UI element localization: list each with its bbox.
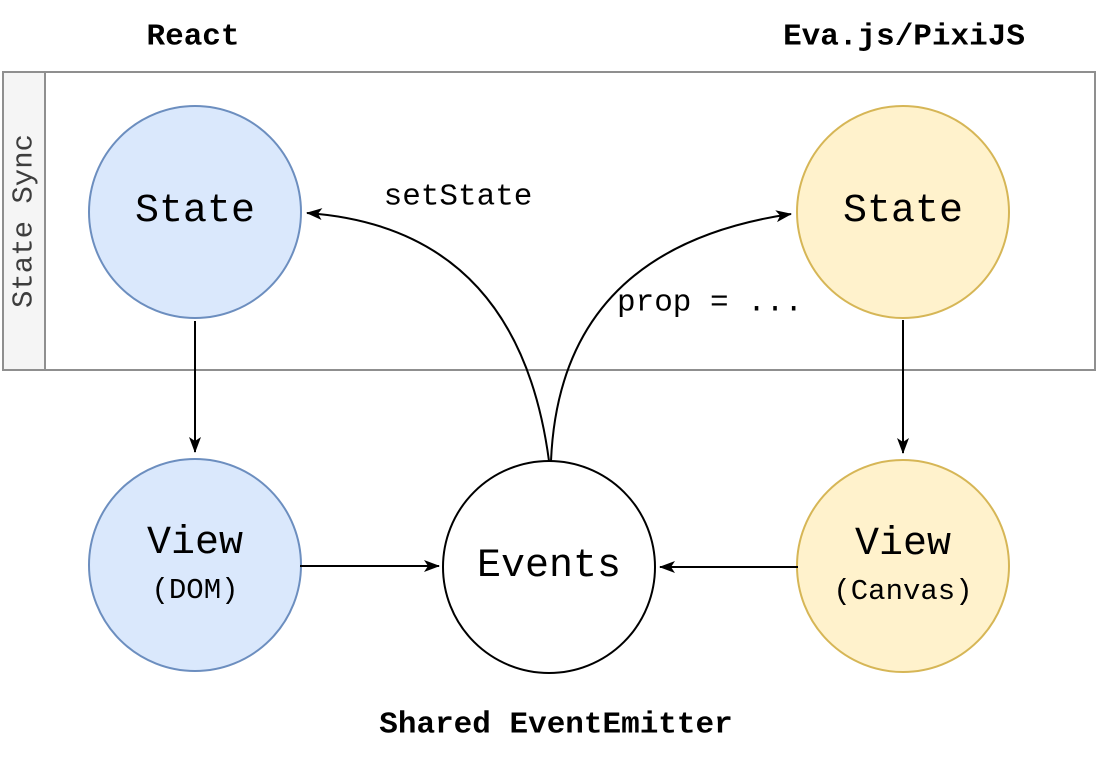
title-react: React [146,19,240,55]
node-eva-view-label: View [854,521,951,567]
node-react-state-label: State [134,189,256,234]
edge-label-prop: prop = ... [616,285,804,321]
node-react-state: State [88,105,302,319]
state-sync-lane-header: State Sync [4,73,46,369]
node-react-view-label: View [146,520,243,566]
node-react-view: View (DOM) [88,458,302,672]
state-sync-lane-label: State Sync [7,133,41,309]
node-eva-state: State [796,105,1010,319]
node-events: Events [442,460,656,674]
caption-shared-eventemitter: Shared EventEmitter [379,707,733,743]
node-eva-state-label: State [842,189,964,234]
node-eva-view-sublabel: (Canvas) [833,574,973,608]
node-events-label: Events [476,544,622,589]
title-evajs-pixijs: Eva.js/PixiJS [783,19,1025,55]
edge-label-setstate: setState [383,179,533,215]
node-react-view-sublabel: (DOM) [151,573,239,607]
node-eva-view: View (Canvas) [796,459,1010,673]
